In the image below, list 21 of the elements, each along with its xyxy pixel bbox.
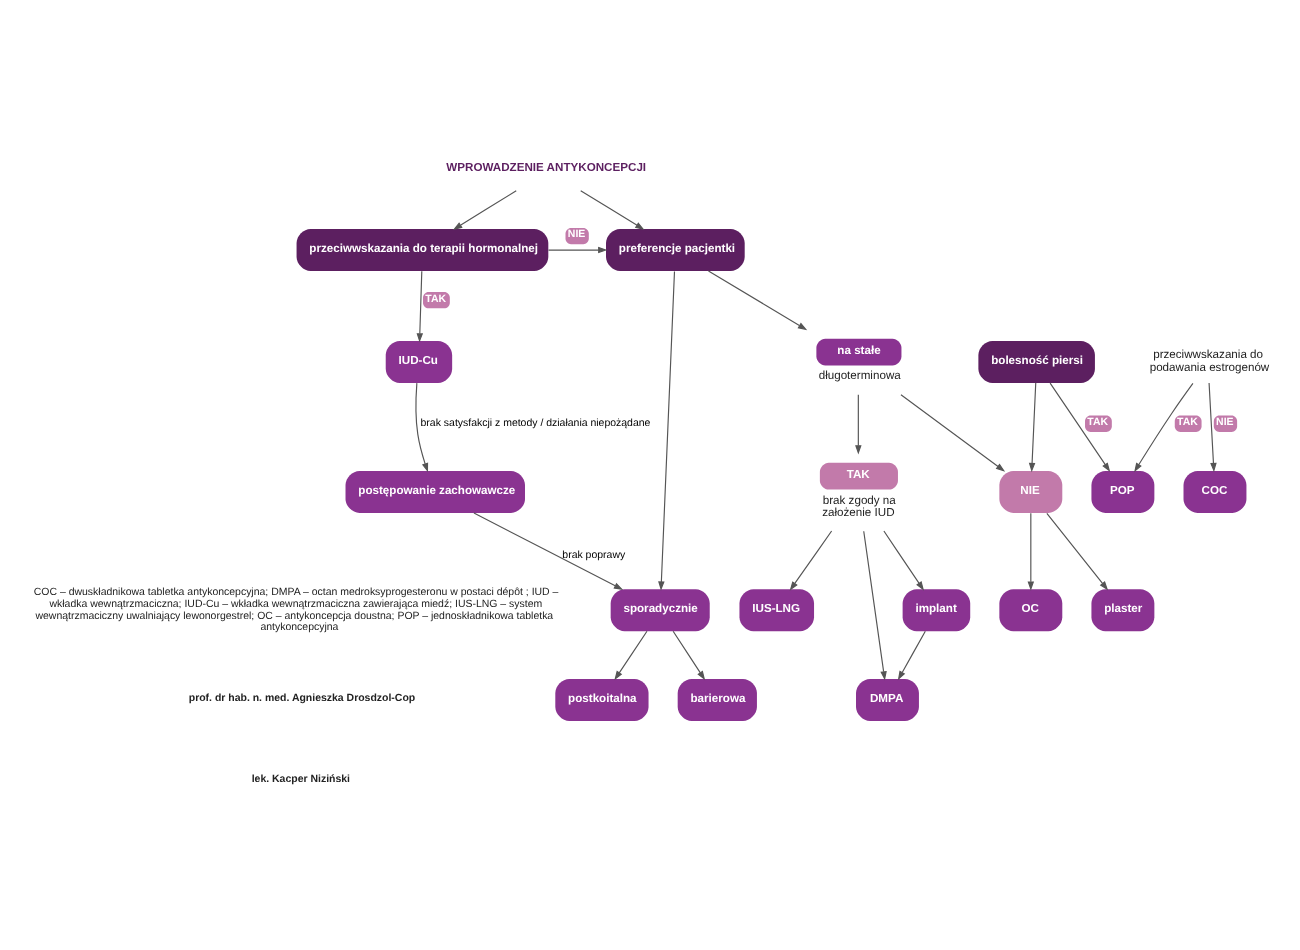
arrow <box>614 630 648 681</box>
arrow <box>1134 382 1194 473</box>
arrow <box>547 246 608 254</box>
arrow <box>855 394 862 455</box>
arrow <box>789 530 833 591</box>
arrow <box>1046 512 1109 591</box>
arrow <box>707 270 808 331</box>
arrow <box>897 630 926 681</box>
arrow <box>473 512 624 590</box>
arrow <box>900 394 1006 472</box>
arrow <box>863 530 887 681</box>
arrow <box>415 382 429 473</box>
arrow <box>672 630 706 681</box>
arrow <box>580 190 645 230</box>
arrow <box>1208 382 1217 473</box>
arrow <box>452 190 517 230</box>
arrow <box>1028 382 1037 473</box>
arrow <box>1027 512 1035 591</box>
arrow <box>883 530 925 591</box>
arrow <box>416 270 424 343</box>
arrow <box>658 270 676 591</box>
